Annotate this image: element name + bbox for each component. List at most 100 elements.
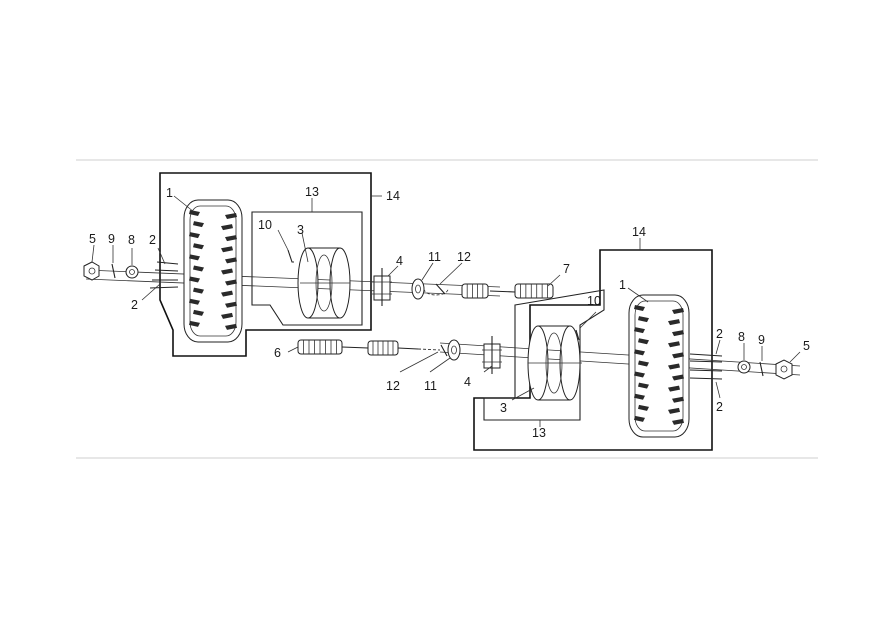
tread-lug <box>225 323 237 330</box>
callout-left-bolts-upper: 2 <box>149 233 156 247</box>
left-circlip <box>423 283 449 296</box>
left-hub <box>372 268 392 306</box>
callout-right-bearing: 11 <box>424 379 437 393</box>
right-wheel-assembly <box>399 238 801 451</box>
callout-left-washer: 8 <box>128 233 135 247</box>
center-driveshaft <box>287 339 441 356</box>
callout-left-circlip: 12 <box>457 250 471 264</box>
callout-right-bolts-upper: 2 <box>716 327 723 341</box>
left-rim <box>297 247 351 319</box>
tread-lug <box>193 243 204 250</box>
left-leaders <box>91 195 561 301</box>
left-callouts: 1 2 2 3 4 5 7 8 9 10 11 12 13 14 <box>89 185 570 312</box>
right-rim <box>527 325 582 401</box>
left-rim-group-outline <box>251 211 363 326</box>
tread-lug <box>638 404 649 411</box>
left-axis-line <box>85 269 501 288</box>
tread-lug <box>189 298 200 305</box>
callout-left-valve: 10 <box>258 218 272 232</box>
callout-right-bolts-lower: 2 <box>716 400 723 414</box>
callout-right-wheel-assembly: 14 <box>632 225 646 239</box>
callout-left-nut: 5 <box>89 232 96 246</box>
callout-left-pin: 9 <box>108 232 115 246</box>
tread-lug <box>189 232 200 239</box>
tread-lug <box>634 415 645 422</box>
tread-lug <box>193 287 204 294</box>
left-nut <box>83 261 100 281</box>
tread-lug <box>221 224 233 231</box>
tread-lug <box>193 265 204 272</box>
tread-lug <box>668 385 680 392</box>
right-tire <box>628 294 690 438</box>
callout-left-hub: 4 <box>396 254 403 268</box>
tread-lug <box>221 246 233 253</box>
callout-center-driveshaft: 6 <box>274 346 281 360</box>
tread-lug <box>634 327 645 334</box>
left-valve <box>287 249 294 263</box>
callout-right-hub: 4 <box>464 375 471 389</box>
tread-lug <box>189 320 200 327</box>
tread-lug <box>189 254 200 261</box>
left-bearing <box>411 278 425 300</box>
tread-lug <box>668 319 680 326</box>
tread-lug <box>225 279 237 286</box>
callout-left-rim: 3 <box>297 223 304 237</box>
left-wheel-bolts <box>149 261 179 289</box>
callout-right-nut: 5 <box>803 339 810 353</box>
right-circlip <box>440 344 448 357</box>
tread-lug <box>225 257 237 264</box>
callout-right-rim: 3 <box>500 401 507 415</box>
callout-left-tire: 1 <box>166 186 173 200</box>
right-nut <box>775 359 793 380</box>
right-assembly-outline <box>473 249 713 451</box>
right-bearing <box>447 339 461 361</box>
tread-lug <box>193 309 204 316</box>
tread-lug <box>221 268 233 275</box>
tread-lug <box>221 312 233 319</box>
tread-lug <box>221 290 233 297</box>
right-hub <box>482 336 502 374</box>
tread-lug <box>634 349 645 356</box>
tread-lug <box>189 276 200 283</box>
callout-left-bolts-lower: 2 <box>131 298 138 312</box>
center-callouts: 6 <box>274 346 281 360</box>
right-callouts: 1 2 2 3 4 5 8 9 10 11 12 13 14 <box>386 225 810 440</box>
right-wheel-bolts <box>689 353 723 380</box>
tread-lug <box>638 338 649 345</box>
right-washer <box>737 360 751 374</box>
callout-left-wheel-assembly: 14 <box>386 189 400 203</box>
tread-lug <box>672 308 684 314</box>
tread-lug <box>225 301 237 308</box>
right-pin <box>759 361 764 377</box>
tread-lug <box>672 330 684 337</box>
left-wheel-assembly <box>83 172 561 357</box>
tread-lug <box>634 371 645 378</box>
tread-lug <box>189 210 200 216</box>
right-valve <box>575 329 580 341</box>
tread-lug <box>668 407 680 414</box>
left-tire <box>183 199 243 343</box>
callout-right-rim-assembly: 13 <box>532 426 546 440</box>
callout-right-pin: 9 <box>758 333 765 347</box>
tread-lug <box>634 305 645 311</box>
tread-lug <box>672 396 684 403</box>
tread-lug <box>672 374 684 381</box>
tread-lug <box>672 418 684 425</box>
tread-lug <box>672 352 684 359</box>
callout-left-rim-assembly: 13 <box>305 185 319 199</box>
tread-lug <box>668 341 680 348</box>
tread-lug <box>634 393 645 400</box>
left-axis-line-2 <box>85 278 501 297</box>
left-driveshaft <box>461 283 554 299</box>
tread-lug <box>638 316 649 323</box>
callout-right-washer: 8 <box>738 330 745 344</box>
callout-left-driveshaft: 7 <box>563 262 570 276</box>
tread-lug <box>668 363 680 370</box>
right-rim-group-outline <box>483 289 605 421</box>
right-leaders <box>399 238 801 427</box>
tread-lug <box>638 382 649 389</box>
tread-lug <box>193 221 204 228</box>
left-assembly-outline <box>159 172 372 357</box>
callout-left-bearing: 11 <box>428 250 441 264</box>
